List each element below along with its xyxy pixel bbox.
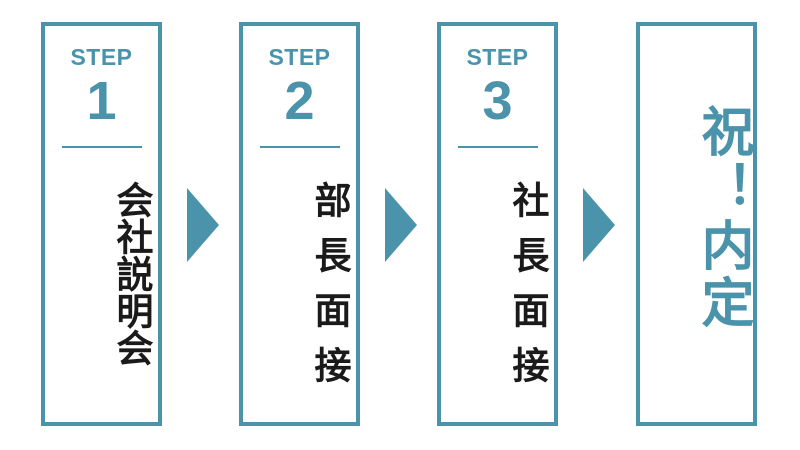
arrow-right-icon xyxy=(583,188,615,262)
step-1-text: 会社説明会 xyxy=(110,181,153,366)
final-box: 祝！内定 xyxy=(636,22,757,426)
step-2-box: STEP 2 部長面接 xyxy=(239,22,360,426)
step-2-text: 部長面接 xyxy=(308,181,351,401)
step-3-number: 3 xyxy=(482,71,513,131)
step-2-divider xyxy=(260,146,340,148)
arrow-right-icon xyxy=(385,188,417,262)
step-3-box: STEP 3 社長面接 xyxy=(437,22,558,426)
step-1-box: STEP 1 会社説明会 xyxy=(41,22,162,426)
step-3-text: 社長面接 xyxy=(506,181,549,401)
final-text: 祝！内定 xyxy=(693,104,754,332)
step-1-divider xyxy=(62,146,142,148)
step-1-label: STEP xyxy=(70,44,133,70)
step-3-divider xyxy=(458,146,538,148)
step-3-label: STEP xyxy=(466,44,529,70)
step-1-number: 1 xyxy=(86,71,117,131)
step-2-label: STEP xyxy=(268,44,331,70)
arrow-right-icon xyxy=(187,188,219,262)
step-2-number: 2 xyxy=(284,71,315,131)
